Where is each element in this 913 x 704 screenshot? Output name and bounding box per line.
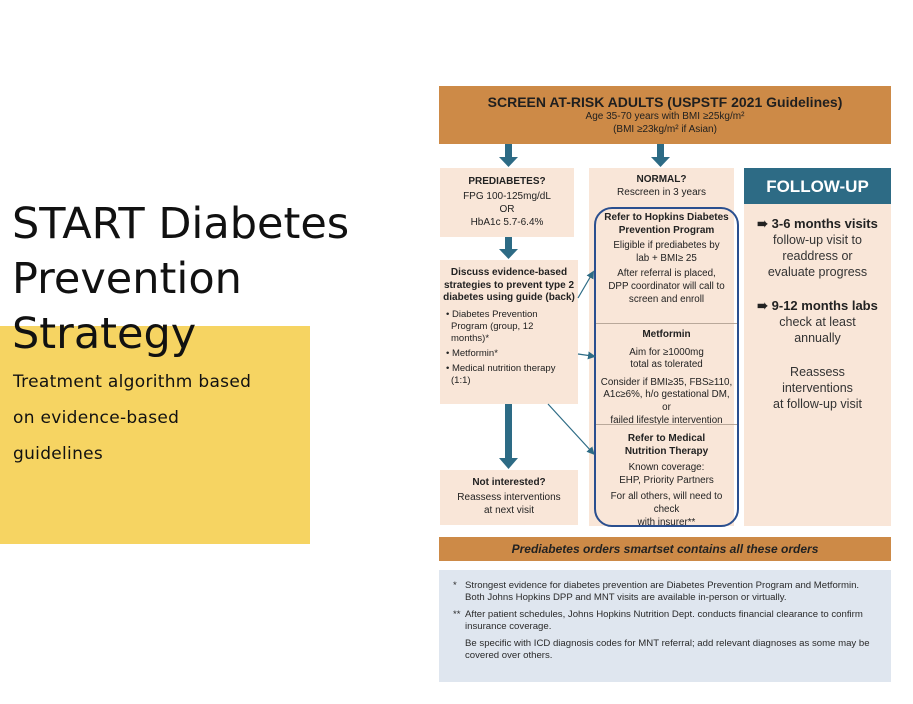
follow-up-labs-title: ➠ 9-12 months labs	[757, 298, 878, 313]
normal-line: Rescreen in 3 years	[617, 187, 706, 198]
follow-up-line: evaluate progress	[767, 265, 868, 279]
dpp-section: Refer to Hopkins Diabetes Prevention Pro…	[598, 212, 735, 306]
dpp-line: lab + BMI≥ 25	[636, 252, 697, 264]
metformin-line: Aim for ≥1000mg	[629, 346, 704, 358]
yellow-highlight-box	[0, 326, 310, 544]
discuss-item: • Diabetes Prevention Program (group, 12…	[446, 308, 538, 344]
follow-up-line: interventions	[782, 381, 853, 395]
treatment-options-column	[589, 204, 734, 526]
not-interested-box: Not interested? Reassess interventions a…	[440, 470, 578, 525]
discuss-item: • Medical nutrition therapy (1:1)	[446, 362, 556, 386]
metformin-line: A1c≥6%, h/o gestational DM, or	[603, 389, 730, 413]
screen-asian-criteria: (BMI ≥23kg/m² if Asian)	[613, 124, 717, 135]
smartset-banner: Prediabetes orders smartset contains all…	[439, 537, 891, 561]
screen-box: SCREEN AT-RISK ADULTS (USPSTF 2021 Guide…	[439, 86, 891, 144]
subtitle-line: on evidence-based	[13, 408, 180, 428]
mnt-line: For all others, will need to check	[610, 491, 723, 515]
section-divider	[596, 424, 737, 425]
title-line: Prevention	[12, 254, 242, 304]
dpp-heading: Refer to Hopkins Diabetes	[604, 212, 729, 223]
slide-title: START Diabetes Prevention Strategy	[12, 197, 392, 362]
footnote: Be specific with ICD diagnosis codes for…	[465, 638, 870, 661]
metformin-line: total as tolerated	[630, 359, 703, 371]
section-divider	[596, 323, 737, 324]
prediabetes-line: OR	[499, 204, 515, 215]
title-line: START Diabetes	[12, 199, 350, 249]
metformin-heading: Metformin	[642, 329, 691, 340]
mnt-heading: Nutrition Therapy	[624, 445, 709, 457]
mnt-line: Known coverage:	[628, 462, 705, 474]
dpp-line: DPP coordinator will call to	[608, 280, 725, 292]
mnt-heading: Refer to Medical	[627, 433, 706, 444]
discuss-heading: Discuss evidence-based strategies to pre…	[443, 267, 575, 303]
follow-up-box: ➠ 3-6 months visits follow-up visit to r…	[744, 204, 891, 526]
metformin-section: Metformin Aim for ≥1000mg total as toler…	[598, 329, 735, 427]
subtitle-line: Treatment algorithm based	[13, 372, 252, 392]
dpp-line: After referral is placed,	[617, 268, 716, 280]
footnotes-box: *Strongest evidence for diabetes prevent…	[439, 570, 891, 682]
follow-up-line: readdress or	[782, 249, 853, 263]
mnt-section: Refer to Medical Nutrition Therapy Known…	[598, 433, 735, 529]
mnt-line: EHP, Priority Partners	[619, 474, 714, 486]
screen-heading: SCREEN AT-RISK ADULTS (USPSTF 2021 Guide…	[487, 94, 843, 110]
follow-up-heading: FOLLOW-UP	[744, 168, 891, 205]
slide-subtitle: Treatment algorithm based on evidence-ba…	[13, 364, 303, 472]
follow-up-line: follow-up visit to	[773, 233, 862, 247]
prediabetes-line: FPG 100-125mg/dL	[463, 191, 551, 202]
normal-heading: NORMAL?	[636, 174, 687, 185]
footnote: **After patient schedules, Johns Hopkins…	[453, 609, 863, 632]
follow-up-line: Reassess	[790, 365, 845, 379]
discuss-item: • Metformin*	[446, 347, 498, 359]
normal-box: NORMAL? Rescreen in 3 years	[589, 168, 734, 204]
subtitle-line: guidelines	[13, 444, 104, 464]
dpp-line: screen and enroll	[628, 293, 705, 305]
mnt-line: with insurer**	[637, 516, 696, 528]
metformin-line: Consider if BMI≥35, FBS≥110,	[600, 376, 733, 388]
metformin-line: failed lifestyle intervention	[610, 414, 723, 426]
prediabetes-heading: PREDIABETES?	[468, 176, 546, 187]
dpp-heading: Prevention Program	[618, 224, 715, 236]
title-line: Strategy	[12, 309, 197, 359]
treatment-options-outline	[594, 207, 739, 527]
follow-up-visits-title: ➠ 3-6 months visits	[757, 216, 878, 231]
prediabetes-line: HbA1c 5.7-6.4%	[470, 217, 544, 228]
footnote: *Strongest evidence for diabetes prevent…	[453, 580, 860, 603]
prediabetes-box: PREDIABETES? FPG 100-125mg/dL OR HbA1c 5…	[440, 168, 574, 237]
dpp-line: Eligible if prediabetes by	[613, 240, 720, 252]
not-interested-heading: Not interested?	[472, 477, 546, 488]
follow-up-line: at follow-up visit	[773, 397, 862, 411]
follow-up-line: annually	[794, 331, 841, 345]
follow-up-line: check at least	[779, 315, 856, 329]
screen-age-criteria: Age 35-70 years with BMI ≥25kg/m²	[585, 111, 745, 122]
discuss-box: Discuss evidence-based strategies to pre…	[440, 260, 578, 404]
not-interested-line: at next visit	[483, 505, 535, 516]
not-interested-line: Reassess interventions	[457, 492, 561, 503]
